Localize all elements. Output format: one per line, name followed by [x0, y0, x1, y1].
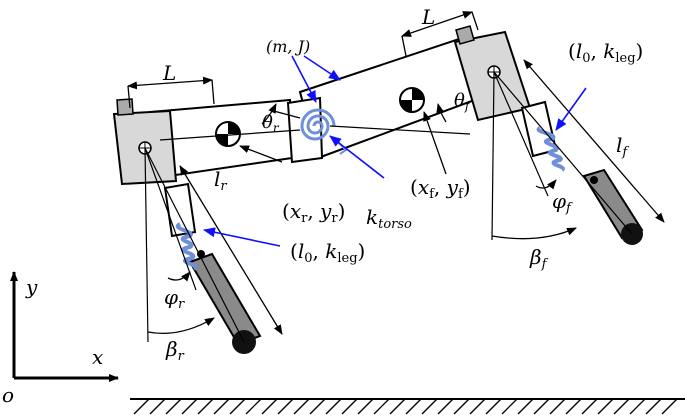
label-k-torso: ktorso — [366, 205, 412, 232]
label-axis-y: y — [25, 275, 38, 299]
label-beta-f: βf — [529, 245, 549, 272]
label-L-front: L — [421, 5, 435, 29]
labels: L L (m, J) θr θf (xr, yr) (xf, yf) ktors… — [2, 5, 643, 407]
dimension-arrows — [127, 11, 665, 335]
label-axis-x: x — [92, 345, 103, 369]
label-pointers — [203, 55, 587, 247]
label-origin: o — [2, 383, 14, 407]
label-l-f: lf — [616, 133, 629, 160]
label-l-r: lr — [214, 167, 227, 194]
label-l0-kleg-front: (l0, kleg) — [568, 39, 643, 66]
label-theta-f: θf — [454, 90, 472, 113]
rear-leg — [163, 182, 262, 354]
label-beta-r: βr — [165, 337, 185, 364]
label-L-rear: L — [162, 61, 176, 85]
front-torso-segment — [298, 36, 482, 160]
label-theta-r: θr — [262, 112, 280, 135]
ground — [130, 398, 685, 415]
label-xf-yf: (xf, yf) — [410, 175, 471, 202]
coordinate-frame — [10, 271, 119, 382]
label-xr-yr: (xr, yr) — [282, 199, 345, 226]
label-mass-inertia: (m, J) — [266, 37, 310, 56]
label-phi-r: φr — [164, 285, 185, 312]
label-l0-kleg-rear: (l0, kleg) — [290, 239, 365, 266]
front-center-of-mass-icon — [399, 87, 425, 113]
front-leg — [520, 100, 644, 245]
label-phi-f: φf — [552, 189, 573, 216]
